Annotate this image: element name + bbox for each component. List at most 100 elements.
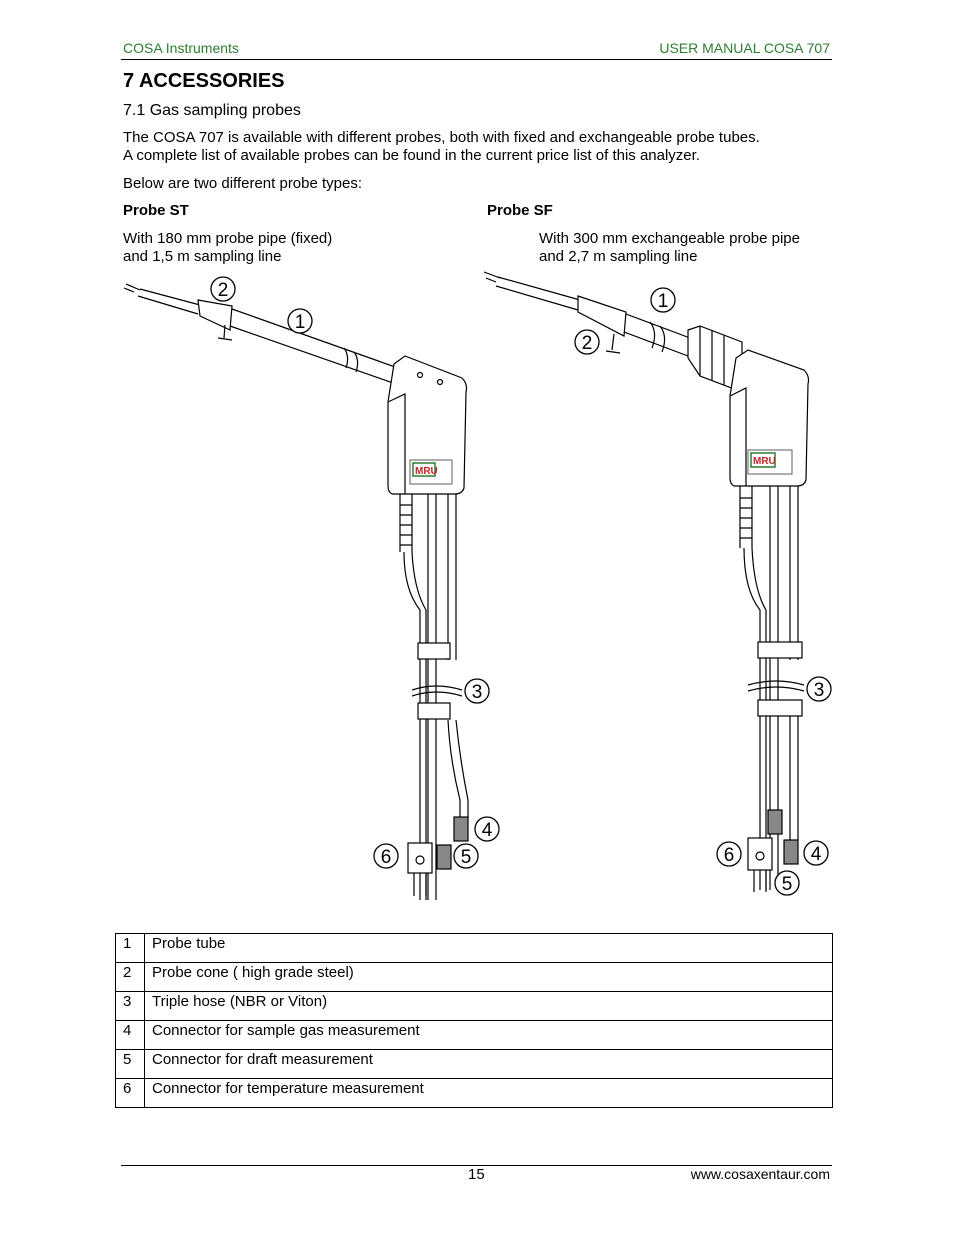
sf-callout-4-label: 4	[811, 844, 822, 865]
intro-line-1: The COSA 707 is available with different…	[123, 129, 760, 146]
probe-st-handle-screw-2	[436, 378, 444, 386]
probe-sf-cone	[577, 295, 627, 337]
intro-paragraph: The COSA 707 is available with different…	[123, 129, 843, 165]
legend-description: Triple hose (NBR or Viton)	[144, 991, 833, 1021]
header-company: COSA Instruments	[123, 40, 239, 56]
sf-callout-3-label: 3	[814, 680, 825, 701]
sf-callout-6-label: 6	[724, 845, 735, 866]
legend-number: 2	[115, 962, 145, 992]
probe-sf-tube	[623, 313, 691, 357]
probe-st-clamp-1	[417, 642, 451, 660]
probe-illustrations: MRU MRU	[123, 271, 832, 900]
legend-number: 6	[115, 1078, 145, 1108]
probe-st-desc-line2: and 1,5 m sampling line	[123, 248, 282, 265]
probe-sf-title: Probe SF	[487, 202, 553, 219]
table-row: 4 Connector for sample gas measurement	[115, 1020, 833, 1050]
sf-callout-4	[803, 840, 829, 866]
probe-sf-tip-pipe	[495, 276, 581, 311]
table-row: 5 Connector for draft measurement	[115, 1049, 833, 1079]
probe-st-tube	[229, 308, 399, 385]
footer-rule	[121, 1165, 832, 1166]
probe-types-text: Below are two different probe types:	[123, 175, 363, 192]
probe-st-logo-box	[412, 462, 436, 477]
probe-st-drawing: MRU	[123, 283, 469, 900]
probe-sf-connector-6-pins	[753, 870, 767, 892]
probe-sf-hose-1	[743, 547, 767, 890]
sf-callout-6	[716, 841, 742, 867]
st-callout-6	[373, 843, 399, 869]
st-callout-3-label: 3	[472, 682, 483, 703]
probe-st-cone	[197, 299, 233, 331]
sf-callout-1-label: 1	[658, 291, 669, 312]
probe-sf-tip	[483, 271, 501, 283]
sf-callout-2-label: 2	[582, 333, 593, 354]
probe-sf-collar-rings	[699, 326, 725, 385]
st-callout-5-label: 5	[461, 847, 472, 868]
subsection-heading: 7.1 Gas sampling probes	[123, 102, 301, 119]
section-heading: 7 ACCESSORIES	[123, 70, 285, 92]
probe-sf-description: With 300 mm exchangeable probe pipe and …	[539, 230, 859, 266]
probe-sf-connector-5	[767, 809, 783, 835]
probe-sf-desc-line2: and 2,7 m sampling line	[539, 248, 698, 265]
legend-number: 1	[115, 933, 145, 963]
page-number: 15	[468, 1166, 485, 1183]
header-rule	[121, 59, 832, 60]
probe-st-desc-line1: With 180 mm probe pipe (fixed)	[123, 230, 333, 247]
probe-sf-strain-relief	[739, 486, 753, 548]
probe-st-hose-3	[447, 494, 469, 818]
probe-sf-connector-6-screw	[755, 851, 765, 861]
st-callout-6-label: 6	[381, 847, 392, 868]
probe-sf-connector-4	[783, 839, 799, 865]
probe-sf-handle-edge	[729, 387, 747, 486]
probe-st-title: Probe ST	[123, 202, 189, 219]
legend-description: Connector for draft measurement	[144, 1049, 833, 1079]
probe-sf-tube-break	[649, 321, 666, 353]
st-callout-2	[210, 276, 236, 302]
probe-st-tip-pipe	[137, 288, 201, 315]
probe-st-tip	[123, 283, 141, 293]
probe-sf-drawing: MRU	[483, 271, 810, 892]
st-callout-4-label: 4	[482, 820, 493, 841]
st-callout-1	[287, 308, 313, 334]
probe-st-handle-screw-1	[416, 371, 424, 379]
probe-sf-logo-box	[750, 452, 776, 468]
probe-st-connector-6-pins	[413, 873, 427, 896]
probe-sf-hose-break	[747, 680, 805, 692]
st-callout-4	[474, 816, 500, 842]
parts-legend-table: 1 Probe tube 2 Probe cone ( high grade s…	[115, 933, 833, 1108]
sf-callout-5-label: 5	[782, 874, 793, 895]
table-row: 2 Probe cone ( high grade steel)	[115, 962, 833, 992]
probe-st-hose-2	[427, 494, 437, 900]
probe-sf-cone-screw	[605, 333, 621, 354]
probe-sf-hose-3	[789, 486, 799, 840]
intro-line-2: A complete list of available probes can …	[123, 147, 700, 164]
legend-description: Probe cone ( high grade steel)	[144, 962, 833, 992]
probe-sf-clamp-1	[757, 641, 803, 659]
st-callout-5	[453, 843, 479, 869]
probe-st-logo-text: MRU	[415, 466, 438, 477]
legend-number: 4	[115, 1020, 145, 1050]
probe-st-connector-6-screw	[415, 855, 425, 865]
header-manual-title: USER MANUAL COSA 707	[659, 40, 830, 56]
probe-st-description: With 180 mm probe pipe (fixed) and 1,5 m…	[123, 230, 443, 266]
legend-number: 3	[115, 991, 145, 1021]
legend-number: 5	[115, 1049, 145, 1079]
probe-sf-clamp-2	[757, 699, 803, 717]
probe-st-handle-edge	[387, 393, 406, 494]
st-callout-1-label: 1	[295, 312, 306, 333]
footer-url: www.cosaxentaur.com	[690, 1166, 830, 1182]
sf-callout-2	[574, 329, 600, 355]
table-row: 3 Triple hose (NBR or Viton)	[115, 991, 833, 1021]
sf-callout-5	[774, 870, 800, 896]
probe-st-connector-5	[436, 844, 452, 870]
sf-callout-1	[650, 287, 676, 313]
probe-st-logo-frame	[409, 459, 453, 485]
sf-callout-3	[806, 676, 832, 702]
legend-description: Connector for temperature measurement	[144, 1078, 833, 1108]
st-callout-3	[464, 678, 490, 704]
legend-description: Probe tube	[144, 933, 833, 963]
probe-sf-logo-text: MRU	[753, 456, 776, 467]
probe-st-strain-relief	[399, 494, 413, 552]
legend-description: Connector for sample gas measurement	[144, 1020, 833, 1050]
probe-sf-connector-6	[747, 837, 773, 871]
